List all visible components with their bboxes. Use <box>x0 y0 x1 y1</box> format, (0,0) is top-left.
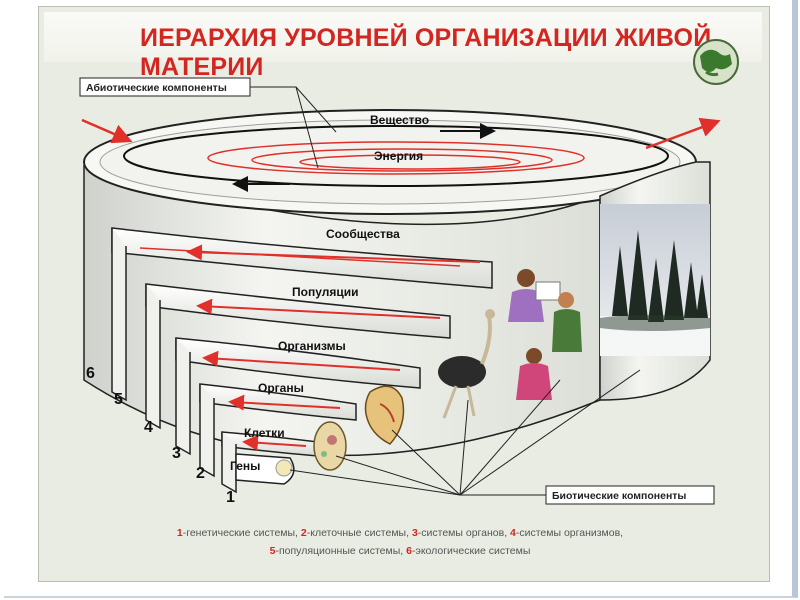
level-4-label: Организмы <box>278 339 346 353</box>
legend-line-2: 5-популяционные системы, 6-экологические… <box>60 542 740 560</box>
level-4-number: 4 <box>144 419 153 436</box>
legend-line-1: 1-генетические системы, 2-клеточные сист… <box>60 524 740 542</box>
level-6-label: Сообщества <box>326 227 400 241</box>
level-5-label: Популяции <box>292 285 358 299</box>
level-2-number: 2 <box>196 465 205 482</box>
level-6-number: 6 <box>86 365 95 382</box>
cell-illustration <box>314 422 346 470</box>
legend-text: -экологические системы <box>412 545 530 557</box>
level-3-label: Органы <box>258 381 304 395</box>
forest-image <box>600 204 710 356</box>
level-1-label: Гены <box>230 459 260 473</box>
legend-text: -системы организмов, <box>516 527 623 539</box>
abiotic-label: Абиотические компоненты <box>86 82 227 94</box>
level-2-label: Клетки <box>244 426 285 440</box>
legend-text: -генетические системы, <box>183 527 301 539</box>
energy-label: Энергия <box>374 149 423 163</box>
legend: 1-генетические системы, 2-клеточные сист… <box>60 524 740 560</box>
level-3-number: 3 <box>172 445 181 462</box>
globe-logo-icon <box>694 40 738 84</box>
legend-text: -системы органов, <box>418 527 510 539</box>
level-5-number: 5 <box>114 391 123 408</box>
legend-text: -популяционные системы, <box>275 545 406 557</box>
matter-label: Вещество <box>370 113 429 127</box>
biotic-label: Биотические компоненты <box>552 490 686 502</box>
level-1-number: 1 <box>226 489 235 506</box>
legend-text: -клеточные системы, <box>307 527 412 539</box>
